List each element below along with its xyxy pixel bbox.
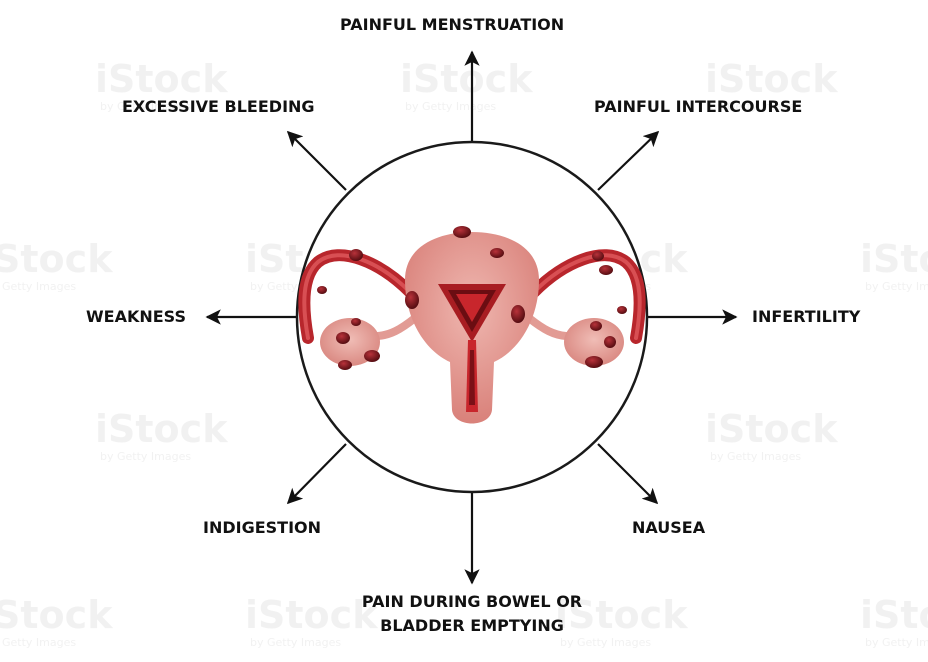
watermark-byline: by Getty Images: [0, 280, 76, 293]
label-infertility: INFERTILITY: [752, 307, 860, 326]
label-pain-during-emptying-line1: PAIN DURING BOWEL OR: [337, 590, 607, 614]
watermark-byline: by Getty Images: [710, 450, 801, 463]
label-indigestion: INDIGESTION: [203, 518, 321, 537]
label-nausea: NAUSEA: [632, 518, 705, 537]
watermark: iStock by Getty Images: [705, 407, 838, 463]
arrow-up-right: [598, 132, 658, 190]
label-painful-intercourse: PAINFUL INTERCOURSE: [594, 97, 802, 116]
watermark: iStock by Getty Images: [0, 593, 113, 649]
arrow-down-left: [288, 444, 346, 503]
watermark-brand: iStock: [705, 407, 838, 451]
watermark: iStock by Getty Images: [400, 57, 533, 113]
watermark-byline: by Getty Images: [405, 100, 496, 113]
watermark: iStock by Getty Images: [860, 593, 928, 649]
label-painful-menstruation: PAINFUL MENSTRUATION: [340, 15, 564, 34]
arrow-up-left: [288, 132, 346, 190]
label-pain-during-emptying: PAIN DURING BOWEL OR BLADDER EMPTYING: [337, 590, 607, 638]
label-weakness: WEAKNESS: [86, 307, 186, 326]
watermark-byline: by Getty Images: [250, 636, 341, 649]
watermark: iStock by Getty Images: [95, 407, 228, 463]
watermark-brand: iStock: [0, 237, 113, 281]
watermark-byline: by Getty Images: [100, 450, 191, 463]
watermark-brand: iStock: [860, 237, 928, 281]
label-excessive-bleeding: EXCESSIVE BLEEDING: [122, 97, 315, 116]
watermark: iStock by Getty Images: [0, 237, 113, 293]
label-pain-during-emptying-line2: BLADDER EMPTYING: [337, 614, 607, 638]
watermark-byline: by Getty Images: [865, 636, 928, 649]
watermark-brand: iStock: [705, 57, 838, 101]
watermark-brand: iStock: [860, 593, 928, 637]
watermark-brand: iStock: [0, 593, 113, 637]
watermark: iStock by Getty Images: [860, 237, 928, 293]
watermark-brand: iStock: [400, 57, 533, 101]
watermark-brand: iStock: [95, 57, 228, 101]
arrow-down-right: [598, 444, 657, 503]
watermark-brand: iStock: [95, 407, 228, 451]
watermark-byline: by Getty Images: [0, 636, 76, 649]
watermark-byline: by Getty Images: [865, 280, 928, 293]
